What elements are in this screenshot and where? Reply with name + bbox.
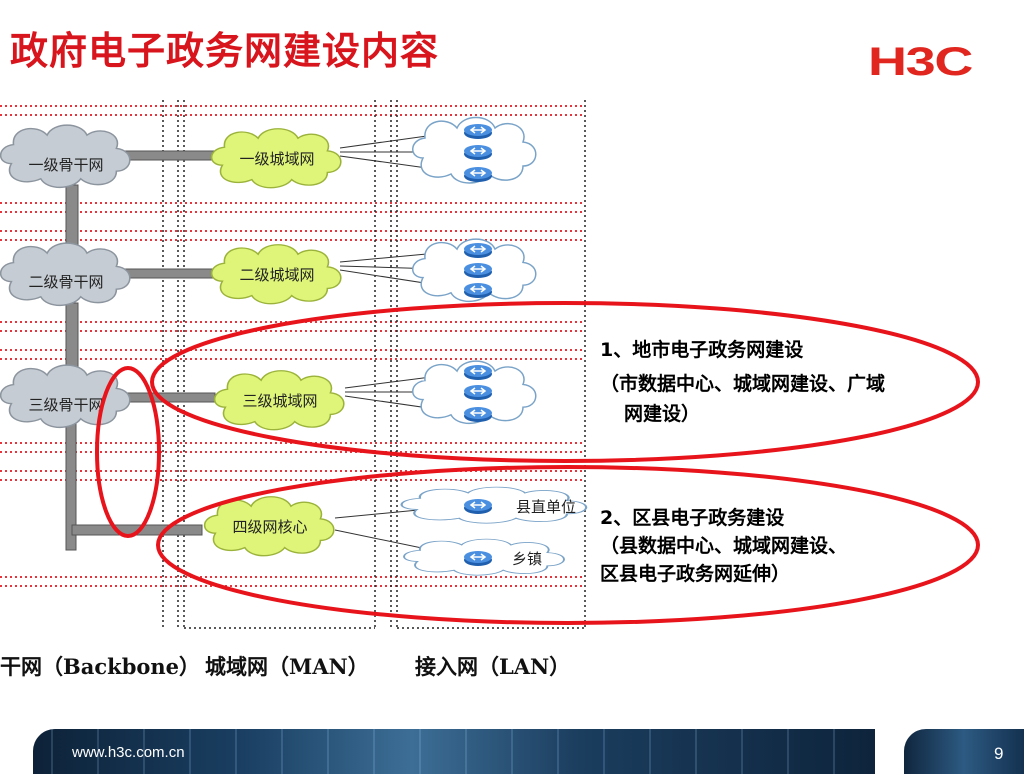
router-icon: [463, 123, 493, 140]
router-icon: [463, 364, 493, 381]
highlight-rings: [95, 301, 980, 625]
highlight-ring-county: [156, 465, 980, 625]
note-city-line-2: 网建设）: [624, 403, 701, 425]
column-label-backbone: 干网（Backbone）: [0, 654, 200, 679]
router-icon: [463, 262, 493, 279]
note-county: 2、区县电子政务建设 （县数据中心、城域网建设、 区县电子政务网延伸）: [600, 504, 847, 588]
man-node-2-label: 二级城域网: [239, 266, 314, 284]
man-node-1-label: 一级城域网: [239, 150, 314, 168]
slide-title: 政府电子政务网建设内容: [10, 29, 440, 73]
backbone-node-2-label: 二级骨干网: [28, 273, 103, 291]
lan-county-label: 县直单位: [516, 498, 576, 516]
router-icon: [463, 406, 493, 423]
h3c-logo: H3C: [868, 40, 973, 84]
note-city: 1、地市电子政务网建设 （市数据中心、城域网建设、广域 网建设）: [600, 335, 885, 429]
page-number: 9: [994, 744, 1004, 763]
note-county-title: 2、区县电子政务建设: [600, 507, 785, 529]
footer-url[interactable]: www.h3c.com.cn: [72, 744, 185, 761]
note-county-line-1: （县数据中心、城域网建设、: [600, 535, 848, 557]
man-node-3-label: 三级城域网: [242, 392, 317, 410]
column-label-lan: 接入网（LAN）: [415, 654, 570, 679]
router-icon: [463, 282, 493, 299]
page-number-box: [904, 729, 1024, 774]
backbone-node-1-label: 一级骨干网: [28, 156, 103, 174]
router-icon: [463, 384, 493, 401]
router-icon: [463, 144, 493, 161]
man-node-4-label: 四级网核心: [232, 518, 307, 536]
lan-township-label: 乡镇: [512, 550, 542, 568]
router-icon: [463, 550, 493, 567]
router-icon: [463, 166, 493, 183]
note-city-line-1: （市数据中心、城域网建设、广域: [600, 373, 886, 395]
router-icon: [463, 498, 493, 515]
column-label-man: 城域网（MAN）: [205, 654, 369, 679]
highlight-ring-city: [150, 301, 980, 463]
router-icon: [463, 242, 493, 259]
note-city-title: 1、地市电子政务网建设: [600, 339, 804, 361]
note-county-line-2: 区县电子政务网延伸）: [600, 563, 791, 585]
backbone-node-3-label: 三级骨干网: [28, 396, 103, 414]
footer-bar: [33, 729, 875, 774]
highlight-ring-backbone: [95, 366, 161, 538]
column-separators: [162, 100, 586, 629]
